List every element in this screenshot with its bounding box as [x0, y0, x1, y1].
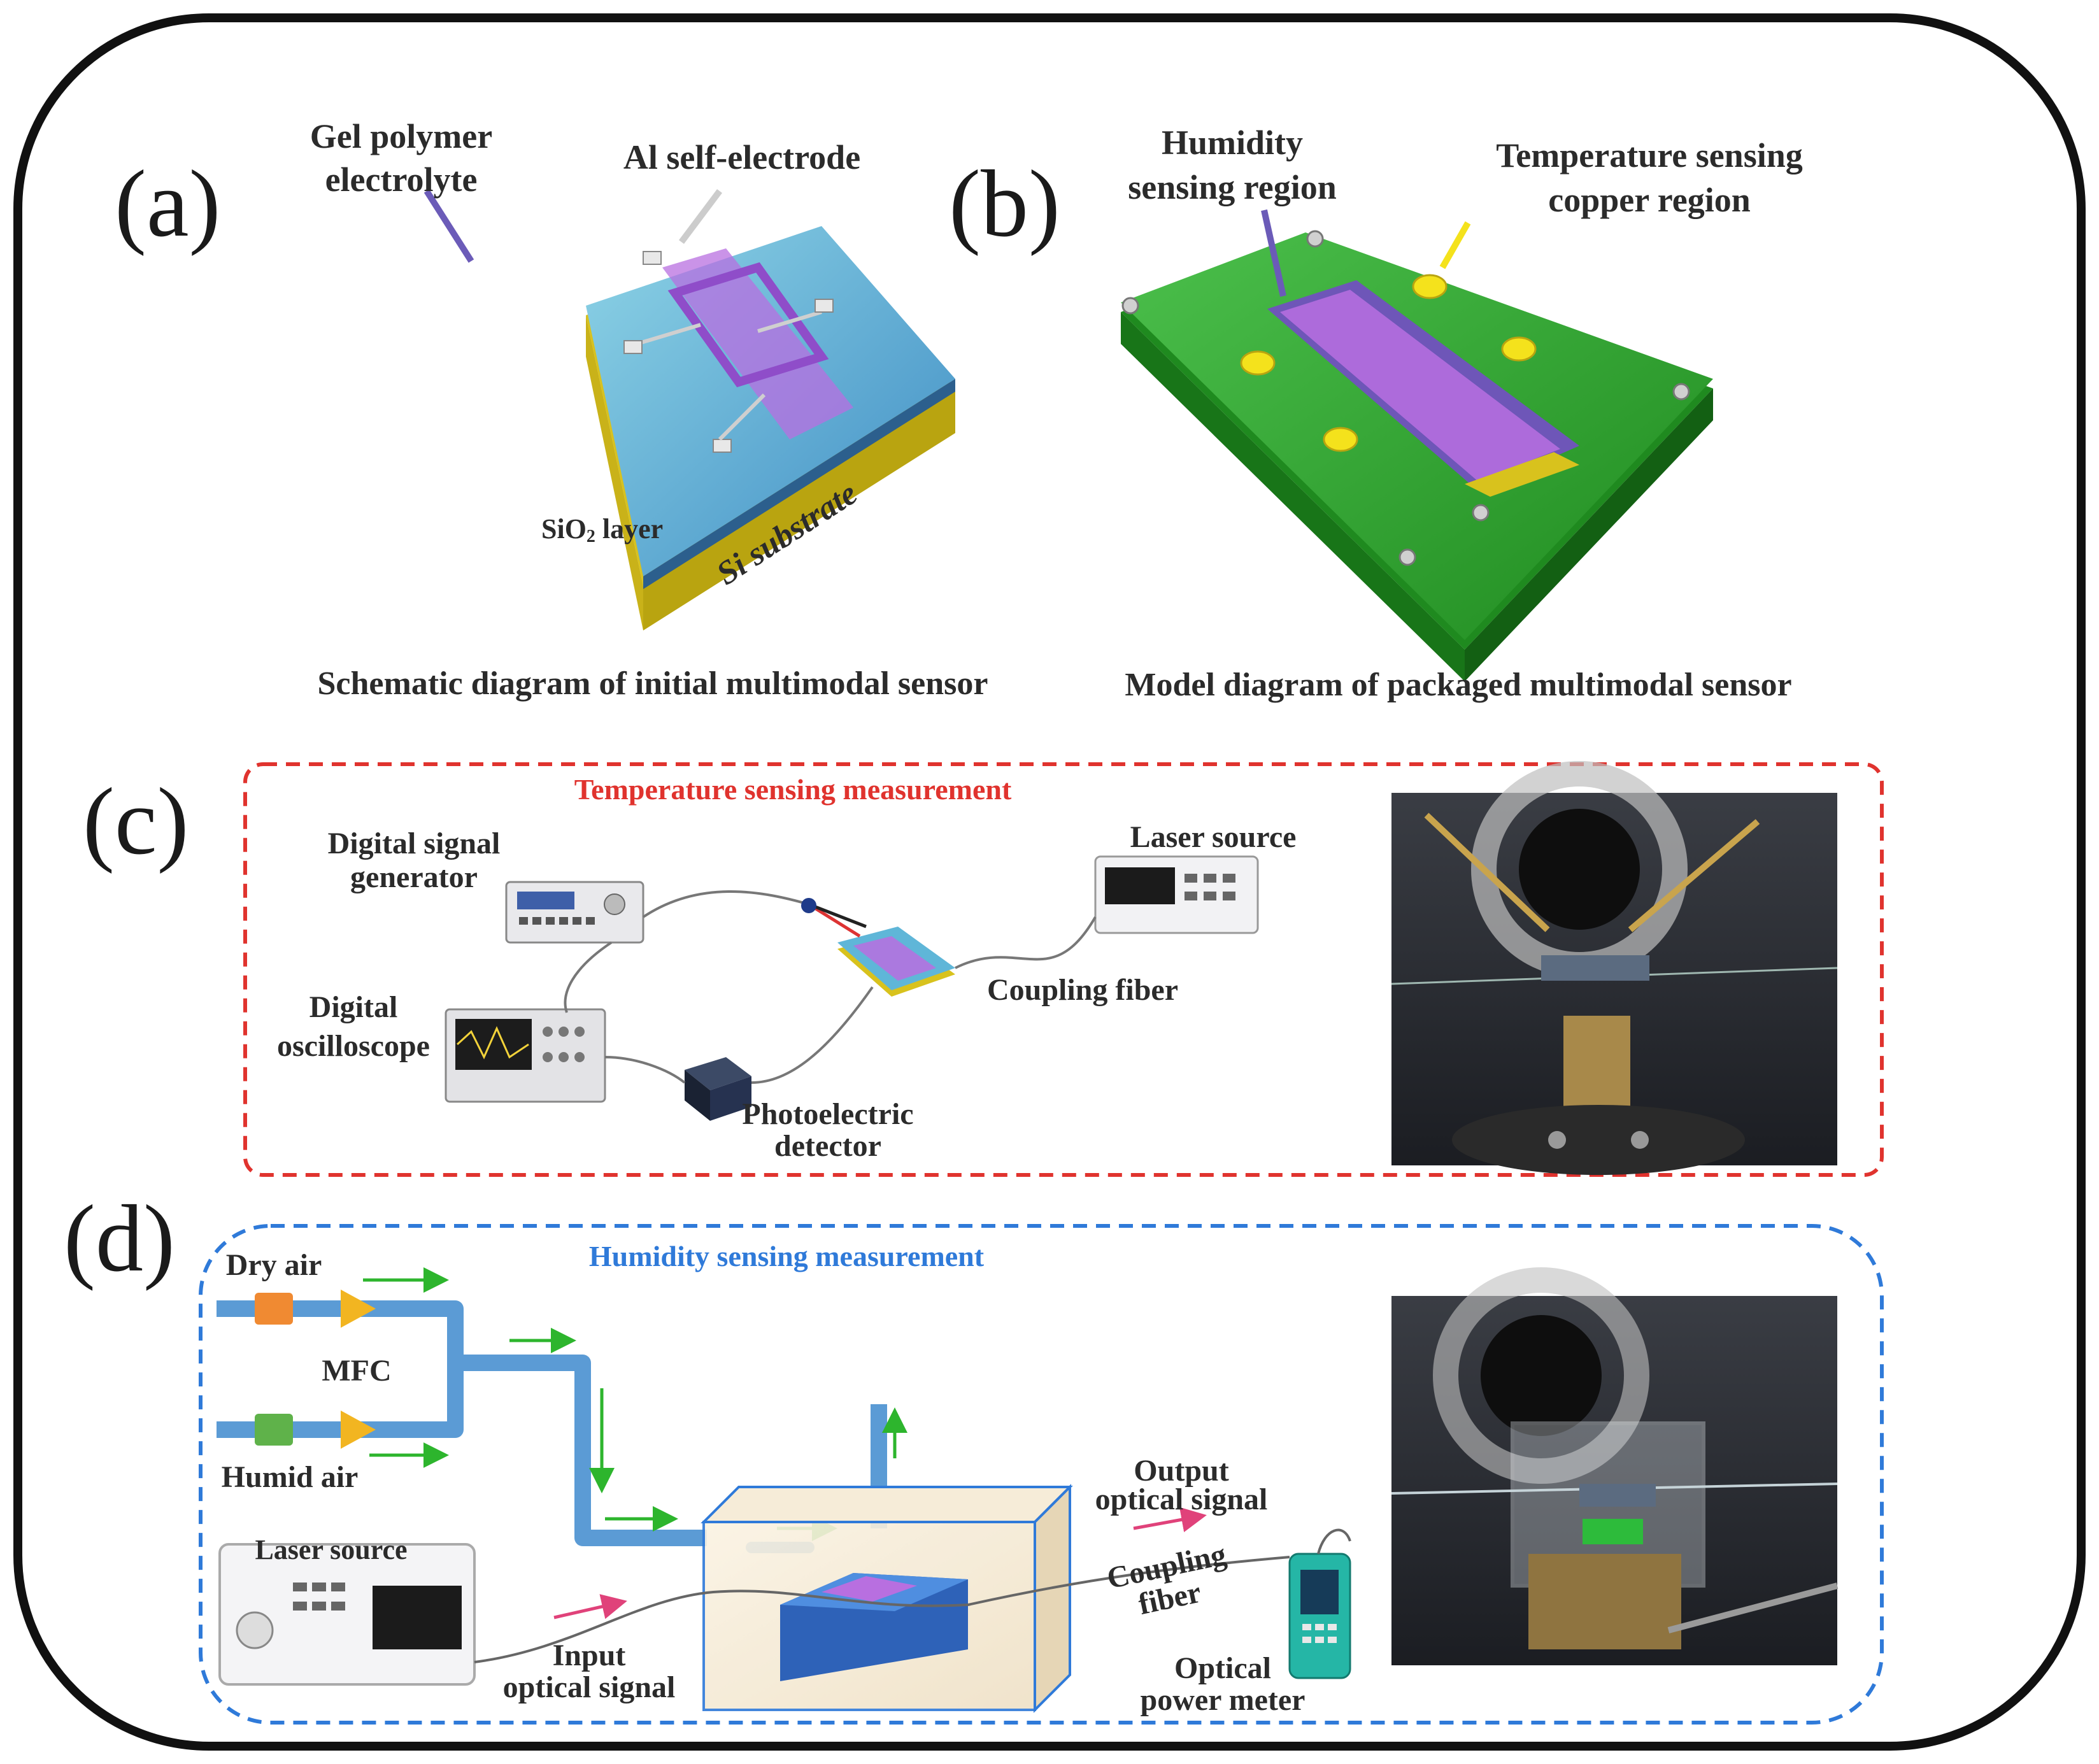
laser-source-device-d: [218, 1543, 476, 1686]
copper-pad: [1323, 427, 1358, 452]
humidity-window: [1280, 290, 1560, 481]
pd-label-2: detector: [774, 1129, 881, 1163]
panel-a-caption: Schematic diagram of initial multimodal …: [318, 665, 988, 702]
output-label-2: optical signal: [1095, 1483, 1268, 1516]
panel-b: (b) Humidity sensing region Tempe: [949, 124, 1803, 703]
humidity-chamber: [701, 1484, 1073, 1713]
dry-air-label: Dry air: [226, 1248, 322, 1282]
humidity-title: Humidity sensing measurement: [589, 1240, 985, 1272]
gel-label-1: Gel polymer: [310, 117, 492, 155]
optical-power-meter-device: [1288, 1553, 1351, 1679]
coupling-label-c: Coupling fiber: [987, 973, 1178, 1007]
sio2-sub: 2: [587, 527, 595, 546]
pd-label-1: Photoelectric: [742, 1097, 913, 1131]
packaged-sensor-illustration: [1121, 230, 1713, 681]
opm-label-1: Optical: [1174, 1651, 1271, 1685]
humidity-label-1: Humidity: [1162, 124, 1303, 162]
copper-pointer: [1439, 221, 1471, 269]
osc-label-2: oscilloscope: [277, 1029, 430, 1063]
input-label-1: Input: [553, 1639, 626, 1672]
sensor-chip-illustration: [586, 226, 955, 630]
temperature-title: Temperature sensing measurement: [574, 773, 1012, 806]
copper-pad: [1501, 336, 1537, 362]
sio2-rest: layer: [595, 513, 663, 544]
output-label-1: Output: [1134, 1454, 1228, 1488]
dry-air-pump: [341, 1290, 376, 1328]
humidity-setup-box: [199, 1224, 1884, 1725]
temperature-setup-box: [243, 762, 1884, 1177]
signal-generator-device: [505, 881, 644, 944]
mfc-label: MFC: [322, 1354, 391, 1388]
osc-label-1: Digital: [310, 990, 398, 1024]
copper-pad: [1412, 274, 1448, 299]
panel-c-letter: (c): [83, 769, 189, 874]
opm-label-2: power meter: [1141, 1683, 1306, 1717]
dsg-label-2: generator: [350, 860, 478, 894]
laser-source-device: [1094, 855, 1259, 934]
temperature-setup-photo: [1391, 761, 1838, 1175]
fibers-d: [474, 1528, 1351, 1663]
panel-b-caption: Model diagram of packaged multimodal sen…: [1125, 667, 1791, 703]
gel-pointer: [423, 189, 474, 263]
panel-a: (a) Gel polymer electrolyte Al self-elec…: [115, 117, 988, 702]
dsg-label-1: Digital signal: [328, 827, 501, 860]
sio2-main: SiO: [541, 513, 587, 544]
temp-label-1: Temperature sensing: [1496, 136, 1803, 174]
panel-a-letter: (a): [115, 151, 220, 257]
humid-air-valve: [255, 1414, 293, 1446]
al-pointer: [679, 189, 722, 244]
humid-air-label: Humid air: [222, 1460, 359, 1494]
al-electrode-label: Al self-electrode: [623, 138, 860, 176]
humidity-label-2: sensing region: [1128, 168, 1337, 206]
signal-arrows: [553, 1507, 1207, 1619]
fiber-connector: [801, 898, 816, 913]
panel-b-letter: (b): [949, 151, 1060, 257]
chip-under-test: [837, 927, 955, 997]
copper-pad: [1240, 350, 1276, 376]
dry-air-valve: [255, 1293, 293, 1325]
humidity-pointer: [1261, 209, 1286, 297]
gel-strip: [662, 248, 853, 439]
panel-c: (c) Temperature sensing measurement: [83, 761, 1884, 1177]
humid-air-pump: [341, 1411, 376, 1449]
temp-label-2: copper region: [1548, 181, 1751, 219]
laser-label-c: Laser source: [1130, 820, 1297, 854]
laser-label-d: Laser source: [255, 1534, 407, 1565]
sio2-label: SiO2 layer: [541, 513, 663, 546]
cables: [564, 890, 1097, 1084]
humidity-setup-photo: [1391, 1267, 1839, 1665]
panel-d-letter: (d): [64, 1186, 175, 1291]
photodetector-device: [685, 1057, 751, 1121]
panel-d: (d) Humidity sensing measurement: [64, 1186, 1884, 1725]
gel-label-2: electrolyte: [325, 160, 478, 199]
oscilloscope-device: [445, 1008, 606, 1103]
input-label-2: optical signal: [503, 1670, 676, 1704]
